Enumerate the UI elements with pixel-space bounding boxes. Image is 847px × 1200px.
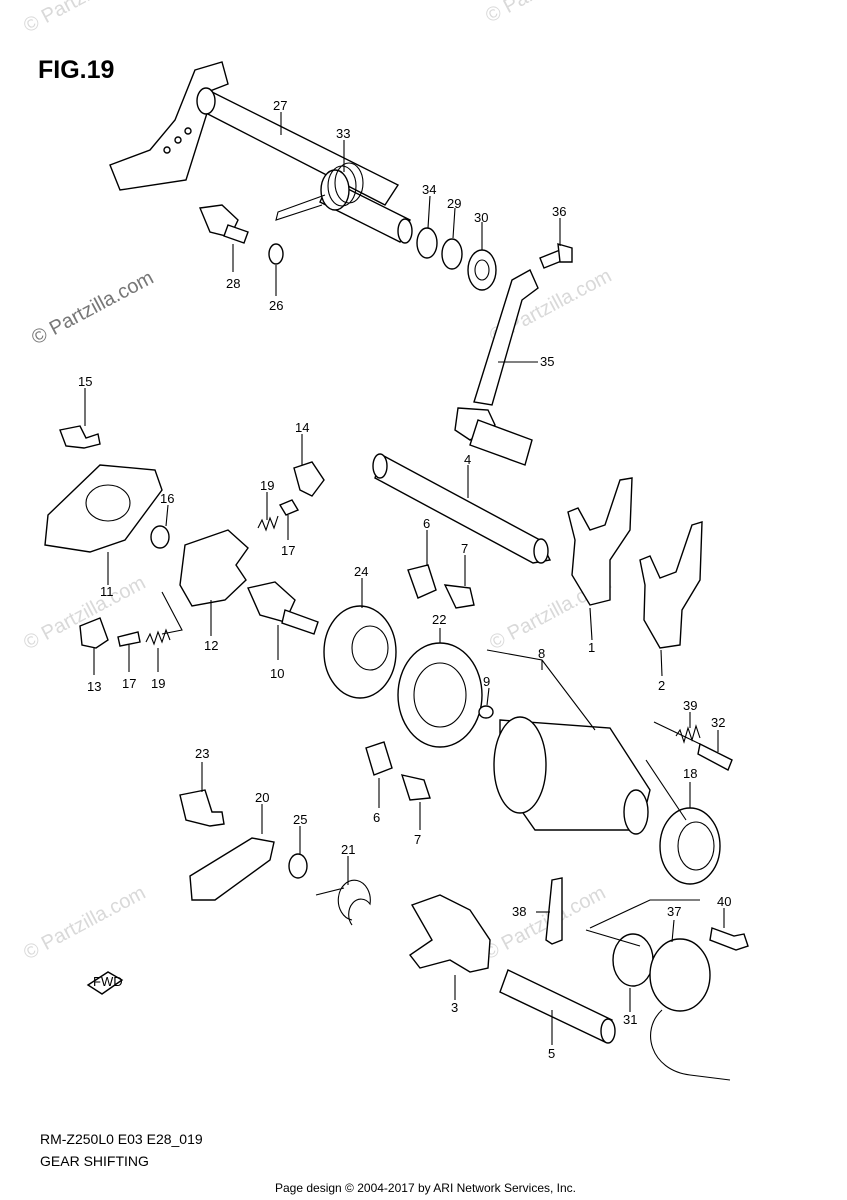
label-25: 25 [293,812,307,827]
part-33-shift-lever [454,269,539,466]
label-3: 3 [451,1000,458,1015]
label-34: 36 [552,204,566,219]
part-36-pin [697,742,733,771]
part-7-screw-lower [400,774,431,801]
part-19-spring-upper [257,515,279,532]
part-18-bearing [659,807,721,885]
label-17-lower: 17 [122,676,136,691]
part-28-washer [268,243,284,265]
label-37: 31 [623,1012,637,1027]
label-40: 40 [717,894,731,909]
part-6-stopper-lower [365,741,393,776]
label-39: 39 [683,698,697,713]
part-10-cam-pin [247,581,319,635]
label-26: 27 [273,98,287,113]
part-labels: 27 33 34 29 30 36 28 26 35 14 15 16 19 1… [78,98,731,1061]
label-11: 12 [204,638,218,653]
label-22: 21 [341,842,355,857]
part-8-shift-cam [493,716,651,835]
label-19-upper: 19 [260,478,274,493]
label-38: 38 [512,904,526,919]
label-31: 33 [336,126,350,141]
label-35: 37 [667,904,681,919]
label-29: 29 [447,196,461,211]
label-2: 2 [658,678,665,693]
part-13-pawl [79,617,109,649]
part-21-cam-arm [189,837,275,901]
part-17-pin-lower [117,631,141,647]
part-19-spring-lower [145,628,171,646]
label-13: 13 [87,679,101,694]
part-16-spacer [150,525,170,549]
part-37-o-ring [612,933,654,987]
label-36: 32 [711,715,725,730]
label-30: 30 [474,210,488,225]
label-4: 4 [464,452,471,467]
label-32: 34 [422,182,436,197]
label-19-lower: 19 [151,676,165,691]
label-18: 18 [683,766,697,781]
part-26-shift-shaft [109,61,413,244]
part-11-cam-stopper [179,529,249,607]
part-38-clamp [545,877,563,945]
part-12-pawl [293,461,325,497]
footer-section-name: GEAR SHIFTING [40,1153,149,1169]
part-17-pin-upper [278,499,300,516]
label-21: 20 [255,790,269,805]
part-9-dowel-pin [478,705,494,719]
part-3-shift-fork [408,894,491,973]
part-22-spring [315,879,371,926]
part-7-screw-upper [443,584,475,609]
label-23: 23 [195,746,209,761]
part-2-shift-fork [639,521,703,649]
label-7-lower: 7 [414,832,421,847]
label-20: 22 [432,612,446,627]
part-5-fork-shaft [499,969,616,1044]
part-14-stopper-plate [44,464,163,553]
label-12: 14 [295,420,309,435]
svg-text:FWD: FWD [93,974,123,989]
label-33: 35 [540,354,554,369]
part-30-oil-seal [467,249,497,291]
part-25-washer [288,853,308,879]
label-6-upper: 6 [423,516,430,531]
part-6-stopper-upper [407,564,437,599]
part-29-washer [441,238,463,270]
part-34-bolt [539,243,573,269]
label-15: 15 [78,374,92,389]
label-1: 1 [588,640,595,655]
part-24-cam-driven-gear [323,605,397,699]
figure-title: FIG.19 [38,56,115,84]
label-27: 28 [226,276,240,291]
part-31-return-spring [275,162,364,221]
label-24: 24 [354,564,368,579]
label-10: 10 [270,666,284,681]
label-14: 11 [100,584,114,599]
part-40-bolt [709,927,749,951]
label-17-upper: 17 [281,543,295,558]
label-9: 9 [483,674,490,689]
part-20-bearing [397,642,483,748]
label-5: 5 [548,1046,555,1061]
part-1-shift-fork [567,477,633,606]
part-15-screw [59,425,101,449]
label-7-upper: 7 [461,541,468,556]
footer-credit: Page design © 2004-2017 by ARI Network S… [275,1181,577,1195]
footer-model-code: RM-Z250L0 E03 E28_019 [40,1131,203,1147]
label-28: 26 [269,298,283,313]
part-23-bolt [179,789,225,827]
fwd-arrow-icon: FWD [86,971,124,995]
label-8: 8 [538,646,545,661]
part-39-spring [675,724,701,744]
part-27-bolt [199,204,249,244]
label-16: 16 [160,491,174,506]
part-32-circlip [416,227,438,259]
label-6-lower: 6 [373,810,380,825]
part-35-gear-position-switch [649,938,731,1081]
leader-lines [84,112,725,1045]
part-4-fork-shaft [372,453,552,564]
